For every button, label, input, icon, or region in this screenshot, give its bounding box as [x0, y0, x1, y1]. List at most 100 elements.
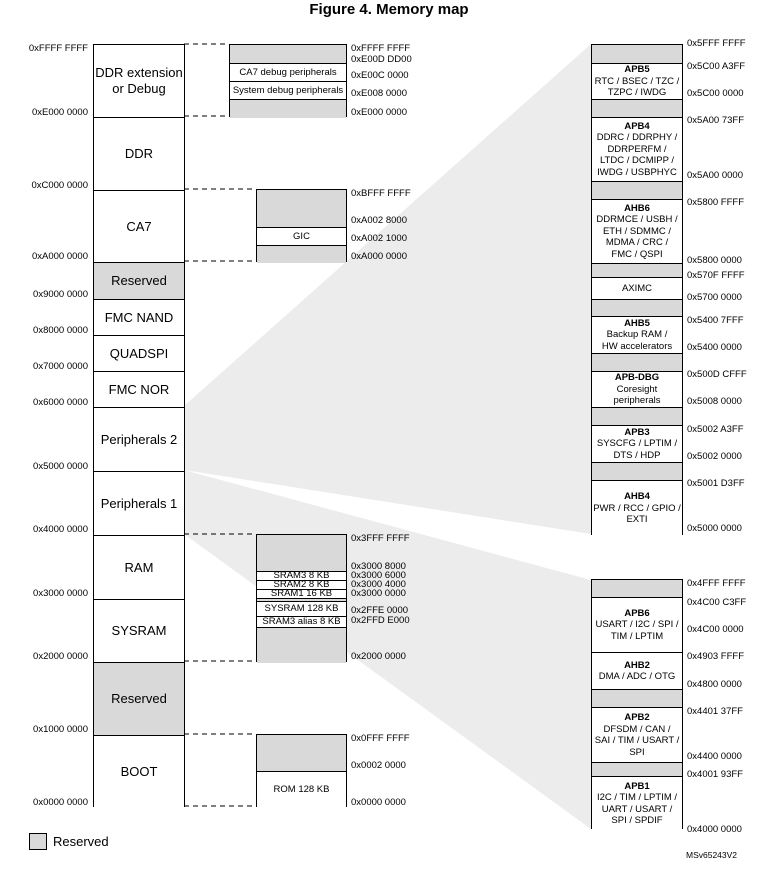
address-label: 0x4800 0000 — [687, 679, 742, 690]
reserved-region — [592, 462, 682, 480]
address-label: 0x2000 0000 — [351, 651, 406, 662]
ca7-memory-block: GIC — [256, 189, 347, 263]
address-label: 0x2FFE 0000 — [351, 605, 409, 616]
block-label: CA7 — [126, 218, 152, 234]
legend-swatch — [29, 833, 47, 850]
aximc-region: AXIMC — [592, 277, 682, 299]
address-label: 0x5C00 A3FF — [687, 61, 746, 72]
block-quadspi: QUADSPI — [94, 335, 184, 371]
address-label: 0x5A00 73FF — [687, 115, 745, 126]
reserved-region — [257, 245, 346, 263]
block-fmc-nand: FMC NAND — [94, 299, 184, 335]
address-label: 0x0FFF FFFF — [351, 733, 410, 744]
region-label: System debug peripherals — [232, 84, 344, 96]
address-label: 0x5800 FFFF — [687, 197, 745, 208]
debug-memory-block: CA7 debug peripherals System debug perip… — [229, 44, 347, 118]
bus-peripherals: USART / I2C / SPI / TIM / LPTIM — [595, 619, 679, 642]
bus-peripherals: RTC / BSEC / TZC / TZPC / IWDG — [594, 75, 680, 99]
address-label: 0x4C00 0000 — [687, 624, 744, 635]
reserved-region — [592, 689, 682, 707]
sram1-region: SRAM1 16 KB — [257, 589, 346, 599]
boot-memory-block: ROM 128 KB — [256, 734, 347, 808]
block-label: Peripherals 1 — [100, 495, 178, 511]
bus-peripherals: Backup RAM / HW accelerators — [601, 329, 673, 352]
region-label: GIC — [293, 230, 310, 242]
reserved-region — [592, 181, 682, 199]
bus-title: APB5 — [624, 64, 650, 76]
reserved-region — [230, 45, 346, 63]
main-memory-map: DDR extension or Debug DDR CA7 Reserved … — [93, 44, 185, 808]
block-label: Peripherals 2 — [100, 431, 178, 447]
address-label: 0xA000 0000 — [351, 251, 407, 262]
address-label: 0x4903 FFFF — [687, 651, 745, 662]
block-ddr: DDR — [94, 117, 184, 190]
bus-peripherals: DDRC / DDRPHY / DDRPERFM / LTDC / DCMIPP… — [596, 132, 678, 178]
block-label: DDR — [124, 146, 154, 161]
figure-code: MSv65243V2 — [686, 850, 738, 860]
bus-peripherals: AXIMC — [621, 282, 653, 294]
address-label: 0x6000 0000 — [33, 397, 88, 408]
reserved-region — [230, 99, 346, 118]
address-label: 0x7000 0000 — [33, 361, 88, 372]
reserved-region — [592, 99, 682, 117]
bus-peripherals: Coresight peripherals — [613, 383, 661, 407]
address-label: 0xE00C 0000 — [351, 70, 409, 81]
bus-title: AHB4 — [624, 491, 650, 503]
bus-title: AHB6 — [624, 202, 650, 214]
sysram-region: SYSRAM 128 KB — [257, 601, 346, 616]
block-peripherals-2: Peripherals 2 — [94, 407, 184, 471]
address-label: 0x3000 8000 — [351, 561, 406, 572]
region-label: SRAM3 alias 8 KB — [262, 616, 341, 627]
address-label: 0x5000 0000 — [687, 523, 742, 534]
block-label: DDR extension or Debug — [95, 65, 183, 96]
address-label: 0x3000 4000 — [351, 579, 406, 590]
reserved-region — [257, 627, 346, 663]
bus-title: APB1 — [624, 780, 650, 792]
block-ram: RAM — [94, 535, 184, 599]
block-label: FMC NOR — [108, 381, 170, 397]
address-label: 0x9000 0000 — [33, 289, 88, 300]
address-label: 0x5002 A3FF — [687, 424, 744, 435]
block-fmc-nor: FMC NOR — [94, 371, 184, 407]
gic-region: GIC — [257, 227, 346, 245]
region-label: ROM 128 KB — [273, 784, 330, 795]
address-label: 0x3FFF FFFF — [351, 533, 410, 544]
reserved-region — [592, 407, 682, 425]
address-label: 0x3000 0000 — [351, 588, 406, 599]
block-label: Reserved — [111, 691, 167, 706]
region-label: CA7 debug peripherals — [239, 66, 337, 78]
address-label: 0x5002 0000 — [687, 451, 742, 462]
block-label: QUADSPI — [109, 345, 169, 361]
region-label: SYSRAM 128 KB — [264, 603, 339, 614]
bus-peripherals: DDRMCE / USBH / ETH / SDMMC / MDMA / CRC… — [596, 214, 678, 260]
rom-region: ROM 128 KB — [257, 771, 346, 808]
address-label: 0x8000 0000 — [33, 325, 88, 336]
address-label: 0x4000 0000 — [33, 524, 88, 535]
reserved-region — [592, 580, 682, 597]
system-debug-peripherals: System debug peripherals — [230, 81, 346, 99]
block-peripherals-1: Peripherals 1 — [94, 471, 184, 535]
address-label: 0xA002 1000 — [351, 233, 407, 244]
address-label: 0xC000 0000 — [31, 180, 88, 191]
sram2-region: SRAM2 8 KB — [257, 580, 346, 590]
address-label: 0x4FFF FFFF — [687, 578, 746, 589]
bus-peripherals: SYSCFG / LPTIM / DTS / HDP — [596, 438, 678, 461]
address-label: 0x0000 0000 — [33, 797, 88, 808]
address-label: 0xA000 0000 — [32, 251, 88, 262]
reserved-region — [257, 598, 346, 601]
address-label: 0xFFFF FFFF — [28, 43, 88, 54]
bus-title: APB2 — [624, 712, 650, 723]
figure-title: Figure 4. Memory map — [309, 1, 469, 18]
block-label: FMC NAND — [104, 309, 174, 325]
reserved-region — [592, 263, 682, 277]
address-label: 0x3000 6000 — [351, 570, 406, 581]
bus-title: APB4 — [624, 120, 650, 132]
